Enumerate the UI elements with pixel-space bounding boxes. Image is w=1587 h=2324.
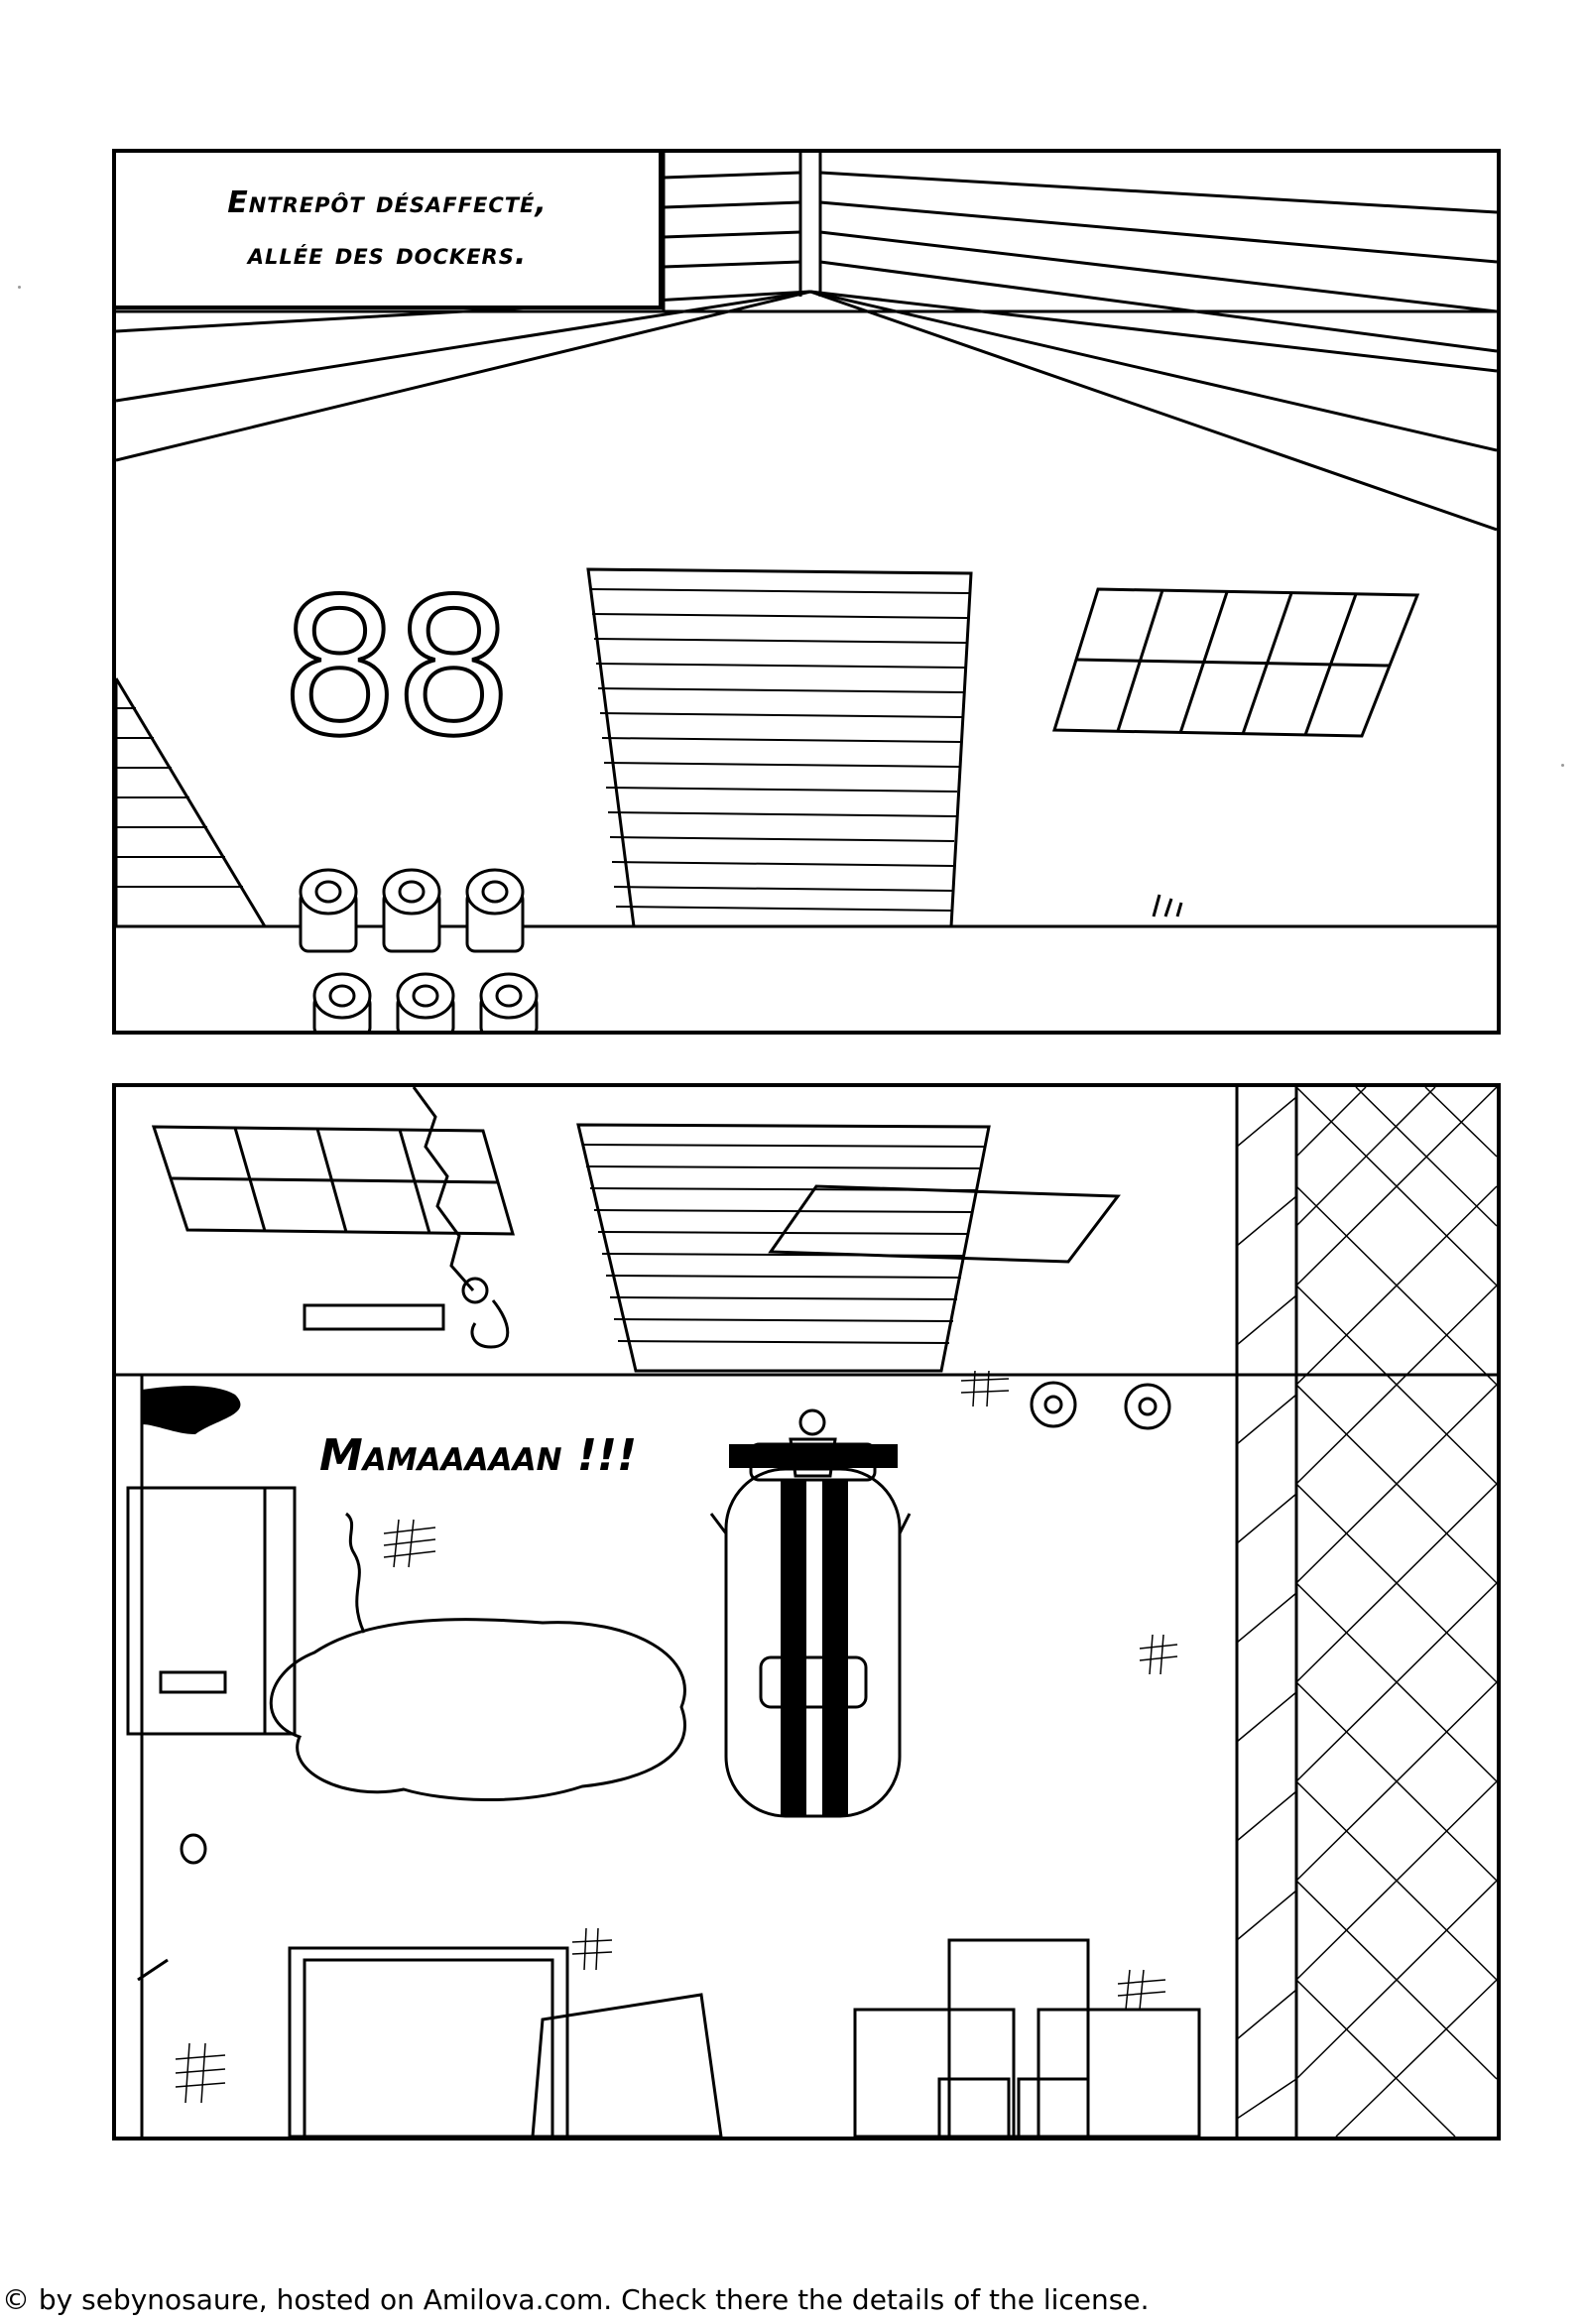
copyright-credit: © by sebynosaure, hosted on Amilova.com.… bbox=[2, 2283, 1150, 2316]
panel-warehouse-exterior: Entrepôt désaffecté, allée des dockers. … bbox=[112, 149, 1501, 1035]
panel-2-drawing bbox=[116, 1087, 1497, 2137]
caption-box: Entrepôt désaffecté, allée des dockers. bbox=[116, 153, 663, 309]
caption-text: Entrepôt désaffecté, allée des dockers. bbox=[227, 185, 548, 272]
panel-warehouse-interior: Mamaaaaan !!! bbox=[112, 1083, 1501, 2141]
panel-1-drawing bbox=[116, 153, 1497, 1031]
margin-mark bbox=[18, 286, 21, 289]
margin-mark bbox=[1561, 764, 1564, 767]
building-number-sign: 88 bbox=[278, 558, 516, 778]
speech-balloon-text: Mamaaaaan !!! bbox=[319, 1430, 638, 1481]
